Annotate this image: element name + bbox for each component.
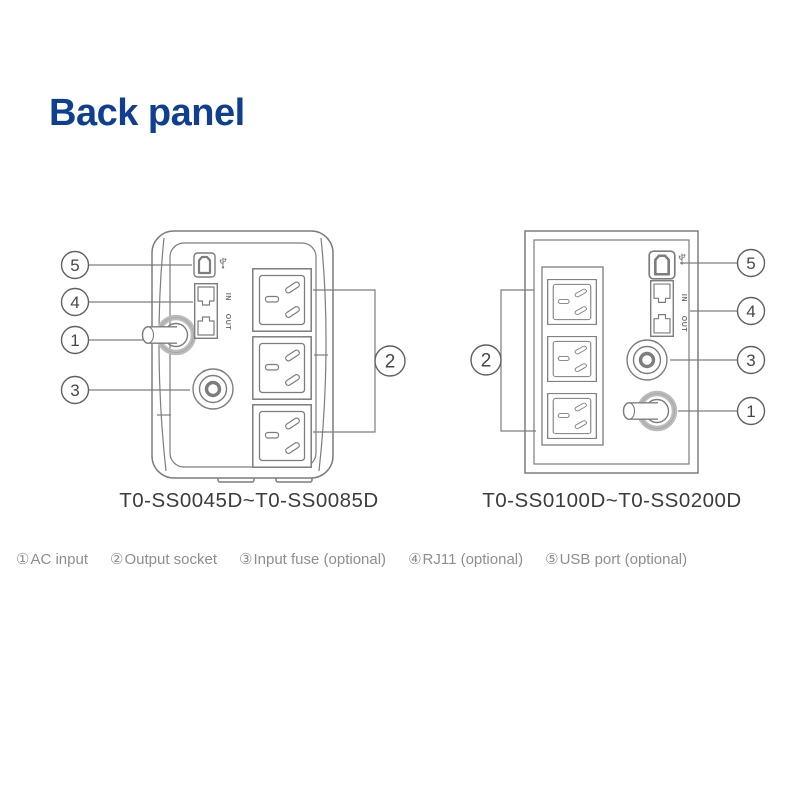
callout-fuse: 3 — [736, 345, 766, 375]
page-title: Back panel — [49, 92, 245, 134]
output-socket — [547, 279, 597, 325]
circled-4-icon: ④ — [408, 551, 422, 568]
circled-1-icon: ① — [16, 551, 30, 568]
output-socket — [547, 336, 597, 382]
port-in-label: IN — [680, 294, 687, 302]
callout-ac-input: 1 — [60, 325, 90, 355]
body-seam-left — [158, 237, 167, 472]
output-socket — [547, 393, 597, 439]
device-right: IN OUT 2 5 4 3 1 — [470, 230, 766, 512]
legend-item-ac-input: ① AC input — [16, 550, 88, 569]
svg-text:4: 4 — [746, 302, 755, 321]
port-out-label: OUT — [680, 316, 687, 333]
output-socket — [252, 404, 312, 468]
svg-text:3: 3 — [70, 381, 79, 400]
output-socket — [252, 336, 312, 400]
callout-rj11: 4 — [60, 287, 90, 317]
circled-3-icon: ③ — [239, 551, 253, 568]
legend-label: Input fuse (optional) — [253, 550, 387, 568]
callout-ac-input: 1 — [736, 396, 766, 426]
legend-label: Output socket — [124, 550, 218, 568]
legend-item-rj11: ④ RJ11 (optional) — [408, 550, 524, 569]
port-out-label: OUT — [224, 314, 231, 331]
model-label-right: T0-SS0100D~T0-SS0200D — [482, 489, 741, 512]
svg-text:2: 2 — [385, 352, 396, 373]
circled-2-icon: ② — [110, 551, 124, 568]
callout-output-sockets: 2 — [470, 344, 502, 376]
legend-label: RJ11 (optional) — [422, 550, 524, 568]
device-left: IN OUT 5 4 1 3 — [60, 230, 406, 512]
svg-text:5: 5 — [746, 254, 755, 273]
port-in-label: IN — [224, 293, 231, 301]
callout-fuse: 3 — [60, 375, 90, 405]
svg-text:2: 2 — [481, 351, 492, 372]
circled-5-icon: ⑤ — [545, 551, 559, 568]
svg-text:4: 4 — [70, 293, 79, 312]
rj11-port — [650, 280, 674, 337]
legend-label: USB port (optional) — [559, 550, 688, 568]
legend-item-input-fuse: ③ Input fuse (optional) — [239, 550, 387, 569]
svg-text:3: 3 — [746, 351, 755, 370]
back-panel-diagram: IN OUT 5 4 1 3 — [60, 230, 766, 512]
output-socket — [252, 268, 312, 332]
socket-panel — [541, 266, 604, 446]
model-label-left: T0-SS0045D~T0-SS0085D — [119, 489, 378, 512]
rj11-port — [194, 283, 218, 339]
svg-text:1: 1 — [746, 402, 755, 421]
callout-usb: 5 — [736, 248, 766, 278]
legend-item-usb-port: ⑤ USB port (optional) — [545, 550, 688, 569]
callout-output-sockets: 2 — [374, 345, 406, 377]
svg-text:5: 5 — [70, 256, 79, 275]
usb-port — [648, 250, 676, 280]
legend-item-output-socket: ② Output socket — [110, 550, 218, 569]
input-fuse — [191, 367, 235, 411]
usb-port — [193, 252, 216, 278]
body-seam-right — [318, 237, 327, 472]
legend-label: AC input — [30, 550, 88, 568]
svg-text:1: 1 — [70, 331, 79, 350]
callout-usb: 5 — [60, 250, 90, 280]
callout-rj11: 4 — [736, 296, 766, 326]
input-fuse — [625, 338, 669, 382]
legend: ① AC input ② Output socket ③ Input fuse … — [16, 550, 688, 569]
